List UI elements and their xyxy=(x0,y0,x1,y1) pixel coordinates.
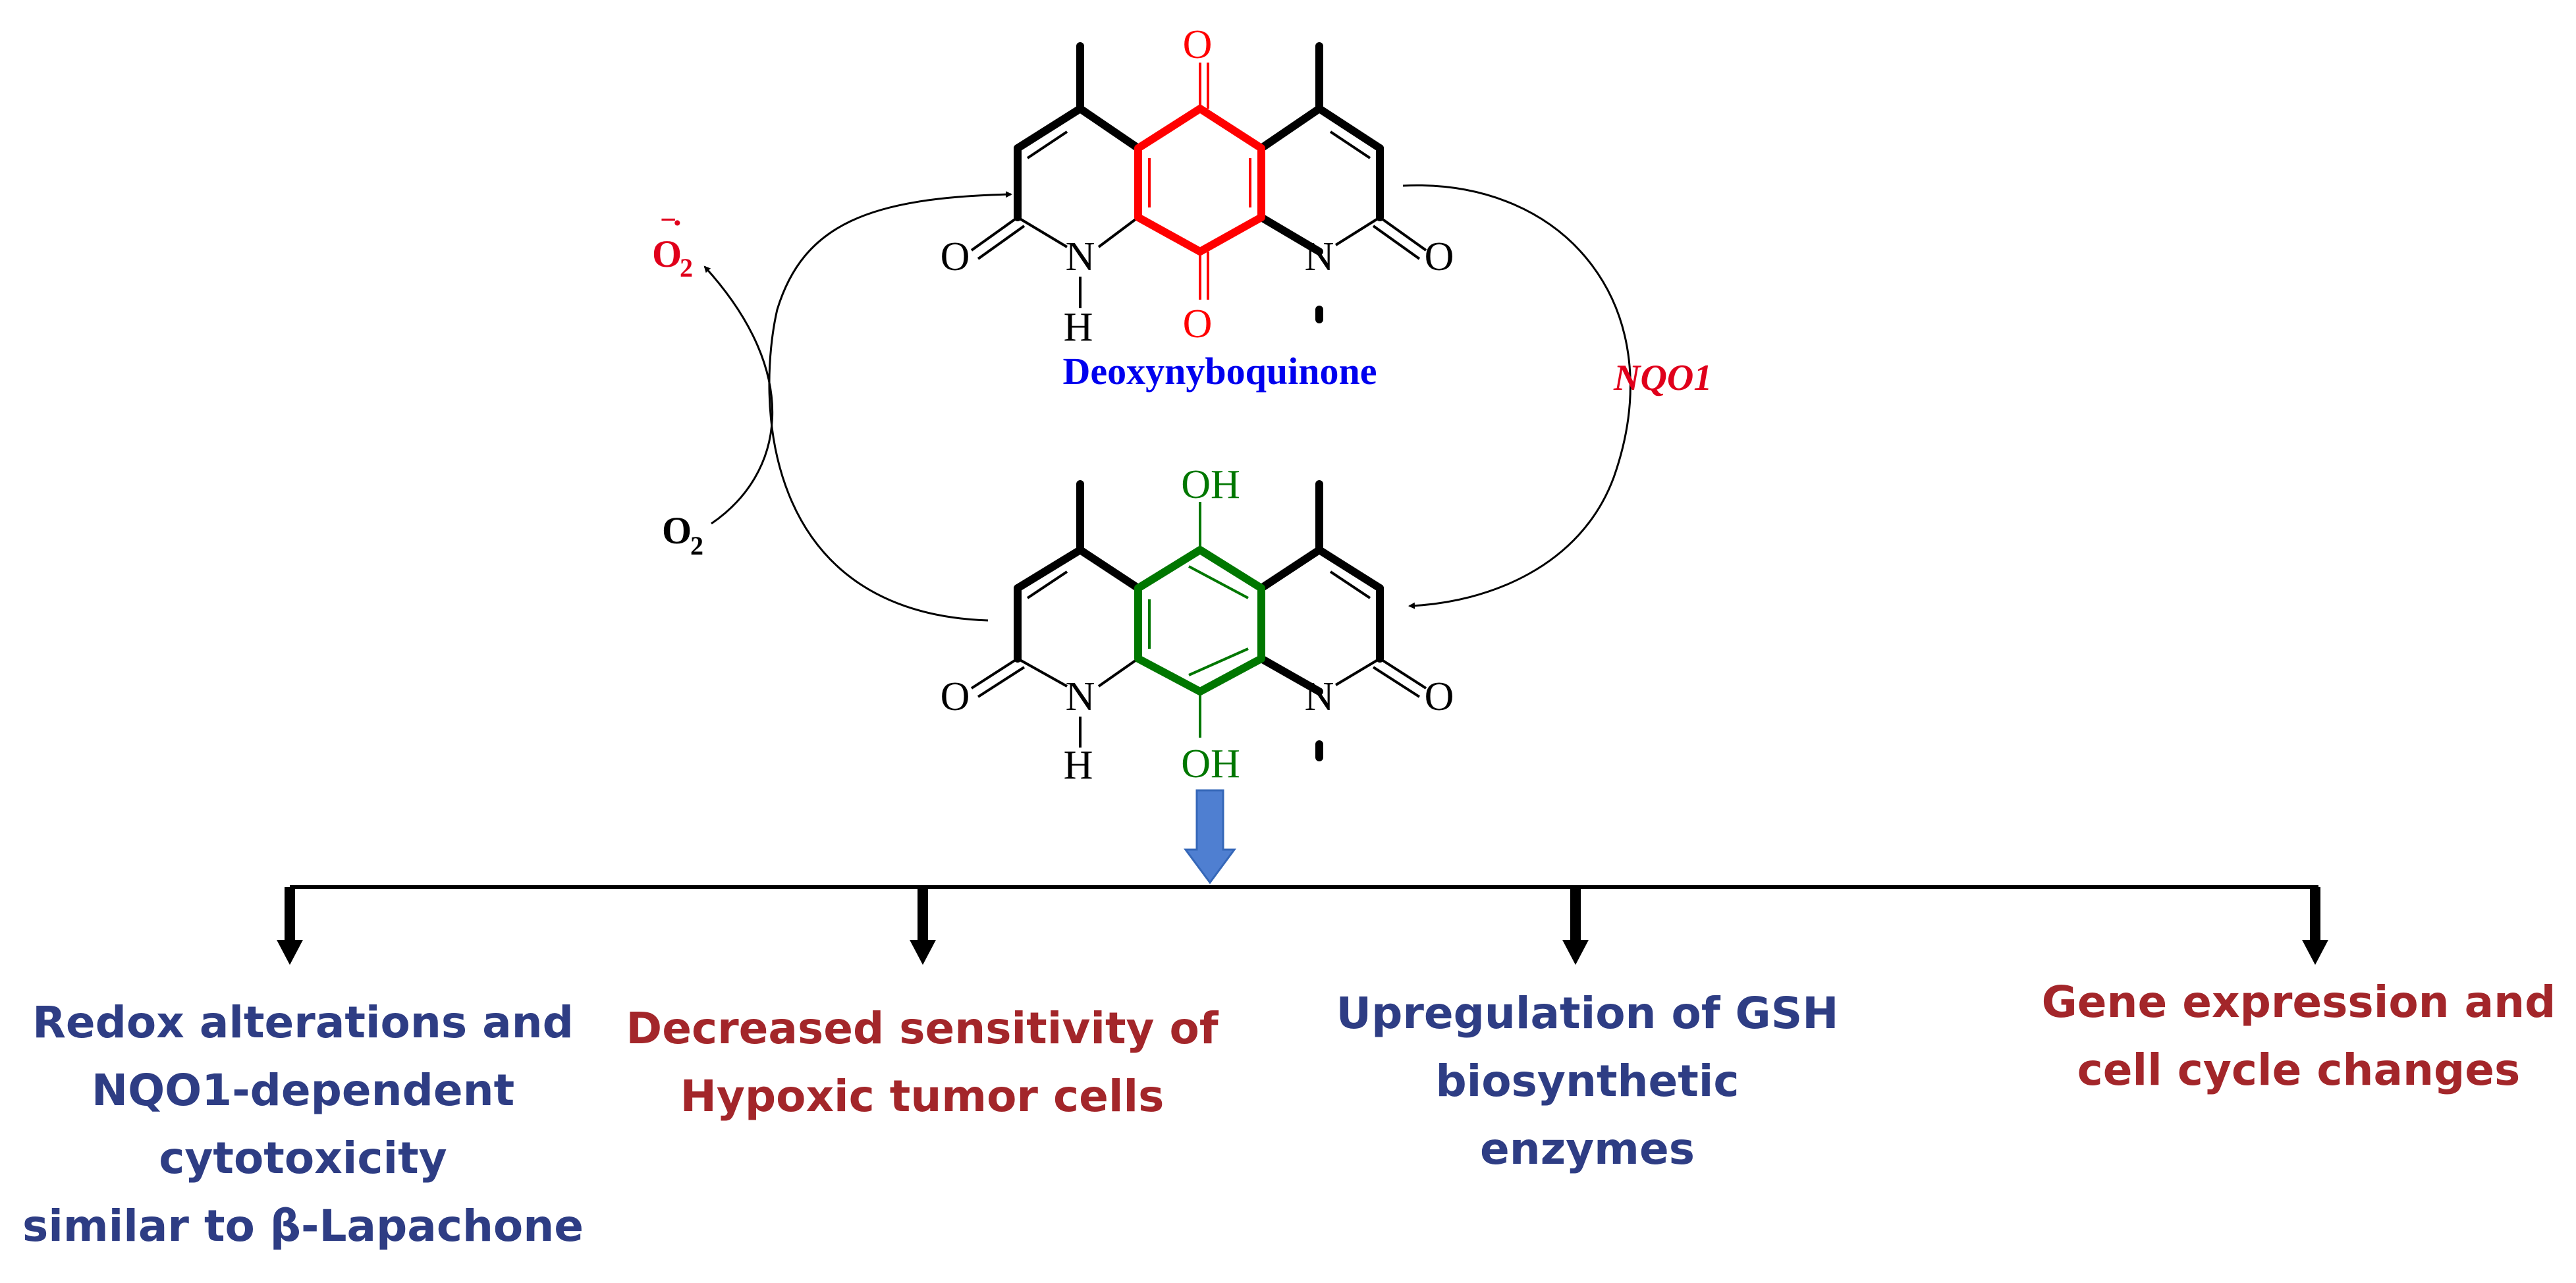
atom-n-right: N xyxy=(1305,674,1334,719)
branch-arrow-3 xyxy=(1562,887,1589,965)
down-arrow-blue xyxy=(1184,789,1236,885)
atom-o-left: O xyxy=(941,674,970,719)
atom-n-left: N xyxy=(1066,234,1095,279)
atom-oh-bottom: OH xyxy=(1181,742,1240,786)
outcome-line: Gene expression and xyxy=(2041,977,2556,1027)
atom-oh-top: OH xyxy=(1181,462,1240,507)
outcome-redox-alterations: Redox alterations and NQO1-dependent cyt… xyxy=(13,989,593,1260)
atom-n-right: N xyxy=(1305,234,1334,279)
outcome-gsh-upregulation: Upregulation of GSH biosynthetic enzymes xyxy=(1311,979,1864,1183)
outcome-line: Upregulation of GSH xyxy=(1336,988,1839,1039)
atom-h-left: H xyxy=(1064,743,1093,788)
branch-arrows xyxy=(277,887,2328,965)
outcome-line: Redox alterations and xyxy=(32,997,574,1048)
superoxide-symbol: O xyxy=(652,232,682,275)
outcome-line: cell cycle changes xyxy=(2077,1045,2521,1095)
branch-arrow-4 xyxy=(2302,887,2328,965)
outcome-line: enzymes xyxy=(1479,1124,1695,1174)
atom-o-right: O xyxy=(1425,674,1454,719)
outcome-line: Decreased sensitivity of xyxy=(626,1003,1219,1054)
reoxidation-arrow xyxy=(768,191,1012,622)
superoxide-subscript: 2 xyxy=(680,253,693,283)
atom-o-left: O xyxy=(941,234,970,279)
branch-arrow-2 xyxy=(910,887,936,965)
superoxide-label: − · O 2 xyxy=(652,204,693,283)
molecule-name-label: Deoxynyboquinone xyxy=(1062,350,1377,393)
oxygen-label: O 2 xyxy=(662,509,703,560)
enzyme-label: NQO1 xyxy=(1613,358,1712,398)
atom-n-left: N xyxy=(1066,674,1095,719)
branch-arrow-1 xyxy=(277,887,303,965)
atom-o-top: O xyxy=(1183,22,1213,67)
oxygen-subscript: 2 xyxy=(690,531,703,560)
nqo1-reduction-arrow xyxy=(1402,184,1631,609)
outcome-decreased-sensitivity: Decreased sensitivity of Hypoxic tumor c… xyxy=(626,995,1219,1130)
atom-o-bottom: O xyxy=(1183,302,1213,346)
outcome-line: NQO1-dependent xyxy=(91,1065,515,1116)
superoxide-radical-dot: · xyxy=(672,204,683,241)
oxygen-to-superoxide-arrow xyxy=(703,265,774,525)
outcome-gene-expression: Gene expression and cell cycle changes xyxy=(2022,968,2575,1104)
outcome-line: biosynthetic xyxy=(1435,1056,1740,1106)
outcome-line: similar to β-Lapachone xyxy=(22,1201,584,1251)
atom-h-left: H xyxy=(1064,305,1093,350)
oxygen-symbol: O xyxy=(662,509,692,552)
outcome-line: Hypoxic tumor cells xyxy=(680,1071,1165,1122)
outcome-line: cytotoxicity xyxy=(159,1133,447,1184)
atom-o-right: O xyxy=(1425,234,1454,279)
hydroquinone-structure: OH OH O O N N H xyxy=(941,462,1454,788)
deoxynyboquinone-structure: O O O O N N H xyxy=(941,22,1454,350)
superoxide-charge: − xyxy=(660,204,676,236)
